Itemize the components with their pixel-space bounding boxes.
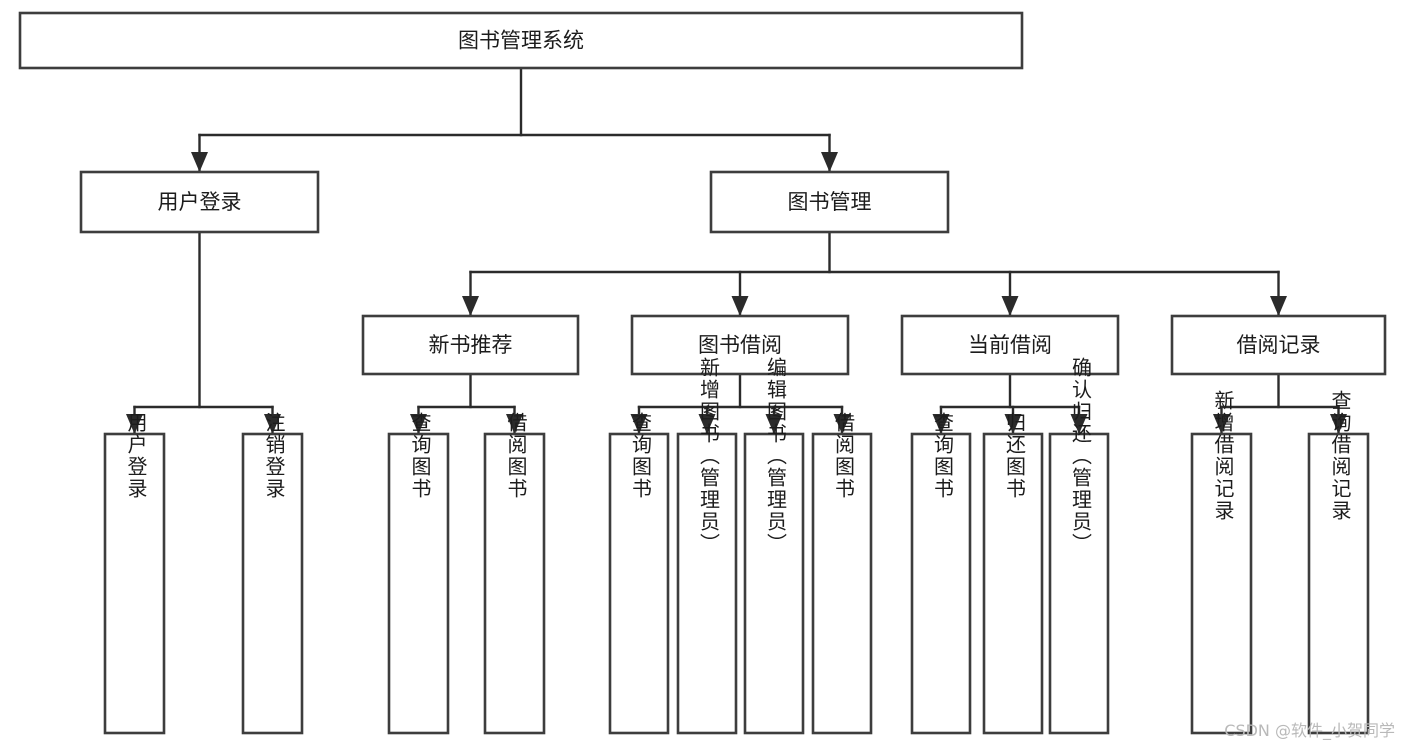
node-layer: 图书管理系统用户登录图书管理新书推荐图书借阅当前借阅借阅记录用户登录注销登录查询… xyxy=(18,11,1387,735)
node-box-new-book-recommend xyxy=(361,314,580,376)
node-box-leaf-borrow-book xyxy=(811,432,873,735)
node-label-book-management: 图书管理 xyxy=(788,190,872,214)
node-leaf-add-borrow-record[interactable]: 新增借阅记录 xyxy=(1190,390,1253,735)
arrow-head-icon-leaf-query-borrow-record xyxy=(1330,414,1347,434)
arrow-head-icon-leaf-borrow-book xyxy=(833,414,851,434)
node-leaf-borrow-book-recommend[interactable]: 借阅图书 xyxy=(483,412,546,735)
node-box-root xyxy=(18,11,1024,70)
node-label-leaf-logout: 注销登录 xyxy=(262,412,286,500)
node-label-leaf-return-book: 归还图书 xyxy=(1003,412,1027,500)
connector-layer xyxy=(126,66,1347,436)
node-label-leaf-query-book-current: 查询图书 xyxy=(931,412,955,500)
arrow-head-icon-leaf-user-login xyxy=(126,414,143,434)
node-label-leaf-query-book-borrow: 查询图书 xyxy=(629,412,653,500)
node-leaf-logout[interactable]: 注销登录 xyxy=(241,412,304,735)
node-root[interactable]: 图书管理系统 xyxy=(18,11,1024,70)
node-box-leaf-add-book xyxy=(676,432,738,735)
arrow-head-icon-book-management xyxy=(821,152,838,172)
arrow-head-icon-leaf-logout xyxy=(264,414,281,434)
node-box-leaf-borrow-book-recommend xyxy=(483,432,546,735)
node-label-leaf-query-borrow-record: 查询借阅记录 xyxy=(1328,390,1352,522)
node-box-current-borrow xyxy=(900,314,1120,376)
arrow-head-icon-book-borrow xyxy=(731,296,749,316)
arrow-head-icon-leaf-edit-book xyxy=(765,414,783,434)
node-leaf-query-book-current[interactable]: 查询图书 xyxy=(910,412,972,735)
arrow-head-icon-leaf-add-borrow-record xyxy=(1213,414,1230,434)
arrow-head-icon-leaf-return-book xyxy=(1004,414,1022,434)
node-box-user-login xyxy=(79,170,320,234)
node-label-book-borrow: 图书借阅 xyxy=(698,333,782,357)
node-label-leaf-add-borrow-record: 新增借阅记录 xyxy=(1211,390,1235,522)
node-box-borrow-record xyxy=(1170,314,1387,376)
arrow-head-icon-leaf-add-book xyxy=(698,414,716,434)
node-label-borrow-record: 借阅记录 xyxy=(1237,333,1321,357)
node-leaf-edit-book[interactable]: 编辑图书（管理员） xyxy=(743,357,805,735)
node-box-leaf-query-borrow-record xyxy=(1307,432,1370,735)
node-label-leaf-query-book-recommend: 查询图书 xyxy=(408,412,432,500)
node-label-leaf-user-login: 用户登录 xyxy=(124,412,148,500)
node-user-login[interactable]: 用户登录 xyxy=(79,170,320,234)
arrow-head-icon-leaf-borrow-book-recommend xyxy=(506,414,523,434)
arrow-head-icon-user-login xyxy=(191,152,208,172)
node-borrow-record[interactable]: 借阅记录 xyxy=(1170,314,1387,376)
node-box-leaf-query-book-recommend xyxy=(387,432,450,735)
arrow-head-icon-new-book-recommend xyxy=(462,296,479,316)
node-new-book-recommend[interactable]: 新书推荐 xyxy=(361,314,580,376)
node-label-new-book-recommend: 新书推荐 xyxy=(429,333,513,357)
node-label-leaf-borrow-book: 借阅图书 xyxy=(832,412,856,500)
arrow-head-icon-leaf-query-book-borrow xyxy=(630,414,648,434)
arrow-head-icon-leaf-query-book-current xyxy=(932,414,950,434)
node-box-leaf-add-borrow-record xyxy=(1190,432,1253,735)
node-leaf-user-login[interactable]: 用户登录 xyxy=(103,412,166,735)
node-leaf-return-book[interactable]: 归还图书 xyxy=(982,412,1044,735)
arrow-head-icon-current-borrow xyxy=(1001,296,1019,316)
node-box-leaf-confirm-return xyxy=(1048,432,1110,735)
node-leaf-query-book-borrow[interactable]: 查询图书 xyxy=(608,412,670,735)
arrow-head-icon-borrow-record xyxy=(1270,296,1287,316)
node-box-leaf-logout xyxy=(241,432,304,735)
node-box-book-borrow xyxy=(630,314,850,376)
arrow-head-icon-leaf-query-book-recommend xyxy=(410,414,427,434)
node-leaf-query-borrow-record[interactable]: 查询借阅记录 xyxy=(1307,390,1370,735)
node-current-borrow[interactable]: 当前借阅 xyxy=(900,314,1120,376)
node-book-management[interactable]: 图书管理 xyxy=(709,170,950,234)
node-label-leaf-confirm-return: 确认归还（管理员） xyxy=(1069,357,1093,555)
node-leaf-add-book[interactable]: 新增图书（管理员） xyxy=(676,357,738,735)
arrow-head-icon-leaf-confirm-return xyxy=(1070,414,1088,434)
node-book-borrow[interactable]: 图书借阅 xyxy=(630,314,850,376)
node-label-user-login: 用户登录 xyxy=(158,190,242,214)
node-label-leaf-borrow-book-recommend: 借阅图书 xyxy=(504,412,528,500)
node-box-leaf-return-book xyxy=(982,432,1044,735)
node-box-leaf-query-book-borrow xyxy=(608,432,670,735)
node-label-current-borrow: 当前借阅 xyxy=(968,333,1052,357)
node-label-root: 图书管理系统 xyxy=(458,29,584,53)
node-leaf-borrow-book[interactable]: 借阅图书 xyxy=(811,412,873,735)
node-box-leaf-user-login xyxy=(103,432,166,735)
node-leaf-confirm-return[interactable]: 确认归还（管理员） xyxy=(1048,357,1110,735)
node-label-leaf-edit-book: 编辑图书（管理员） xyxy=(764,357,788,555)
node-label-leaf-add-book: 新增图书（管理员） xyxy=(697,357,721,555)
node-box-leaf-edit-book xyxy=(743,432,805,735)
node-leaf-query-book-recommend[interactable]: 查询图书 xyxy=(387,412,450,735)
node-box-book-management xyxy=(709,170,950,234)
node-box-leaf-query-book-current xyxy=(910,432,972,735)
csdn-watermark: CSDN @软件_小贺同学 xyxy=(1224,721,1395,740)
